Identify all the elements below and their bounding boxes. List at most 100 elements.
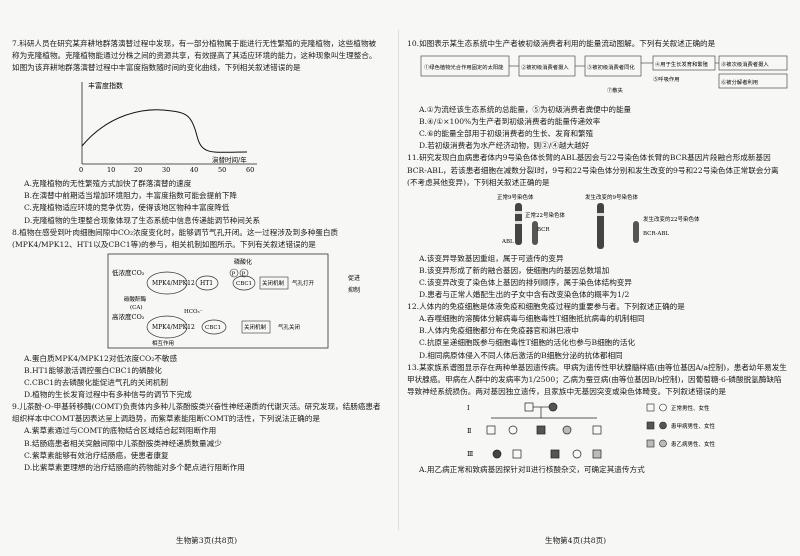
- svg-text:P: P: [232, 271, 236, 277]
- svg-text:⑤呼吸作用: ⑤呼吸作用: [653, 75, 680, 83]
- svg-text:患甲病男性、女性: 患甲病男性、女性: [671, 422, 716, 430]
- q7-option-d: D.克隆植物的生理整合现象体现了生态系统中信息传递能调节种间关系: [24, 215, 261, 225]
- svg-text:关闭机制: 关闭机制: [262, 279, 285, 287]
- q8-stem: 8.植物在感受到叶肉细胞间隙中CO₂浓度变化时，能够调节气孔开闭。这一过程涉及到…: [12, 227, 339, 249]
- q10-option-c: C.⑥的能量全部用于初级消费者的生长、发育和繁殖: [419, 129, 594, 139]
- q8-diagram: 低浓度CO₂ MPK4/MPK12 HT1 磷酸化 P P CBC1 关闭机制 …: [12, 253, 382, 351]
- tick-30: 30: [162, 166, 170, 174]
- column-divider: [398, 30, 399, 530]
- left-column: 7.科研人员在研究某弃耕地群落演替过程中发现，有一部分植物属于能进行无性繁殖的克…: [12, 38, 382, 474]
- energy-flow-diagram: ①绿色植物光合作用固定的太阳能 ②被初级消费者摄入 ③被初级消费者同化 ④用于生…: [420, 55, 788, 94]
- svg-text:Ⅰ: Ⅰ: [467, 404, 470, 412]
- richness-curve: [81, 109, 248, 154]
- page-footer-left: 生物第3页(共8页): [176, 536, 238, 545]
- svg-text:正常男性、女性: 正常男性、女性: [671, 404, 710, 412]
- tick-60: 60: [246, 166, 254, 174]
- svg-text:气孔打开: 气孔打开: [292, 279, 315, 287]
- right-column: 10.如图表示某生态系统中生产者被初级消费者利用的能量流动图解。下列有关叙述正确…: [407, 38, 789, 476]
- svg-text:HT1: HT1: [200, 280, 213, 287]
- svg-text:碳酸酐酶: 碳酸酐酶: [124, 295, 147, 303]
- svg-text:①绿色植物光合作用固定的太阳能: ①绿色植物光合作用固定的太阳能: [424, 63, 504, 71]
- q10-option-d: D.若初级消费者为水产经济动物，则②/④越大越好: [419, 141, 590, 151]
- svg-text:促进: 促进: [348, 274, 360, 282]
- pedigree-legend: 正常男性、女性 患甲病男性、女性 患乙病男性、女性: [646, 403, 716, 448]
- svg-text:患乙病男性、女性: 患乙病男性、女性: [671, 440, 716, 448]
- q10-stem: 10.如图表示某生态系统中生产者被初级消费者利用的能量流动图解。下列有关叙述正确…: [407, 39, 716, 48]
- q10-option-b: B.④/①×100%为生产者到初级消费者的能量传递效率: [419, 117, 601, 127]
- svg-text:Ⅲ: Ⅲ: [467, 450, 473, 458]
- svg-text:②被初级消费者摄入: ②被初级消费者摄入: [521, 63, 569, 71]
- q7-option-a: A.克隆植物的无性繁殖方式加快了群落演替的速度: [24, 179, 192, 189]
- q7-stem: 7.科研人员在研究某弃耕地群落演替过程中发现，有一部分植物属于能进行无性繁殖的克…: [12, 39, 377, 73]
- svg-text:磷酸化: 磷酸化: [234, 258, 252, 266]
- svg-text:低浓度CO₂: 低浓度CO₂: [112, 268, 145, 277]
- svg-text:发生改变的9号染色体: 发生改变的9号染色体: [585, 193, 638, 201]
- q9-option-c: C.紫草素能够有效治疗结肠癌，使患者康复: [24, 450, 169, 460]
- svg-text:ABL: ABL: [501, 239, 514, 245]
- svg-text:(CA): (CA): [130, 304, 142, 311]
- svg-text:⑦散失: ⑦散失: [607, 86, 624, 94]
- svg-text:抑制: 抑制: [348, 286, 360, 294]
- tick-40: 40: [190, 166, 198, 174]
- q9-option-a: A.紫草素通过与COMT的底物结合区域结合起到阻断作用: [24, 426, 217, 436]
- svg-text:Ⅱ: Ⅱ: [467, 427, 472, 435]
- svg-text:P: P: [242, 271, 246, 277]
- svg-text:MPK4/MPK12: MPK4/MPK12: [152, 324, 195, 331]
- y-axis-label: 丰富度指数: [88, 81, 123, 90]
- q11-option-a: A.该变异导致基因重组，属于可遗传的变异: [419, 253, 564, 263]
- svg-text:高浓度CO₂: 高浓度CO₂: [112, 312, 145, 321]
- pedigree-chart: Ⅰ Ⅱ Ⅲ 正常男性、女性 患甲病男性、女性: [467, 402, 716, 459]
- q7-option-c: C.克隆植物适应环境的竞争优势，使得该地区物种丰富度降低: [24, 203, 230, 213]
- svg-text:⑥被分解者利用: ⑥被分解者利用: [721, 78, 758, 86]
- svg-text:CBC1: CBC1: [205, 325, 221, 331]
- q11-option-b: B.该变异形成了新的融合基因，使细胞内的基因总数增加: [419, 265, 610, 275]
- q12-stem: 12.人体内的免疫细胞是体液免疫和细胞免疫过程的重要参与者。下列叙述正确的是: [407, 302, 685, 312]
- q8-option-b: B.HT1能够激活调控蛋白CBC1的磷酸化: [24, 365, 162, 375]
- svg-text:BCR-ABL: BCR-ABL: [643, 231, 669, 237]
- q12-option-c: C.抗原呈递细胞既参与细胞毒性T细胞的活化也参与B细胞的活化: [419, 338, 636, 348]
- q9-option-d: D.比紫草素更理想的治疗结肠癌的药物能对多个靶点进行阻断作用: [24, 462, 245, 472]
- svg-text:正常22号染色体: 正常22号染色体: [525, 211, 565, 219]
- tick-0: 0: [79, 166, 83, 174]
- q8-option-c: C.CBC1的去磷酸化能促进气孔的关闭机制: [24, 378, 169, 388]
- svg-text:正常9号染色体: 正常9号染色体: [497, 193, 534, 201]
- tick-20: 20: [134, 166, 142, 174]
- q8-option-a: A.蛋白质MPK4/MPK12对低浓度CO₂不敏感: [24, 353, 178, 363]
- tick-10: 10: [107, 166, 115, 174]
- svg-text:MPK4/MPK12: MPK4/MPK12: [152, 280, 195, 287]
- tick-50: 50: [218, 166, 226, 174]
- q11-option-c: C.该变异改变了染色体上基因的排列顺序，属于染色体结构变异: [419, 277, 632, 287]
- q7-option-b: B.在演替中前期适当增加环境阻力，丰富度指数可能会提前下降: [24, 191, 238, 201]
- svg-text:气孔关闭: 气孔关闭: [278, 323, 300, 331]
- svg-text:BCR: BCR: [537, 227, 550, 233]
- q11-stem: 11.研究发现白血病患者体内9号染色体长臂的ABL基因会与22号染色体长臂的BC…: [407, 153, 779, 187]
- chromosome-diagram: 正常9号染色体 正常22号染色体 BCR ABL 发生改变的9号染色体 发生改变…: [497, 193, 700, 249]
- stomata-mechanism-diagram: 低浓度CO₂ MPK4/MPK12 HT1 磷酸化 P P CBC1 关闭机制 …: [107, 253, 360, 349]
- q13-pedigree: Ⅰ Ⅱ Ⅲ 正常男性、女性 患甲病男性、女性: [407, 400, 789, 462]
- svg-text:HCO₃⁻: HCO₃⁻: [184, 309, 203, 315]
- svg-text:④用于生长发育和繁殖: ④用于生长发育和繁殖: [655, 60, 709, 68]
- q11-diagram: 正常9号染色体 正常22号染色体 BCR ABL 发生改变的9号染色体 发生改变…: [407, 191, 789, 251]
- q8-option-d: D.植物的生长发育过程中有多种信号的调节下完成: [24, 390, 192, 400]
- q10-diagram: ①绿色植物光合作用固定的太阳能 ②被初级消费者摄入 ③被初级消费者同化 ④用于生…: [407, 52, 789, 102]
- svg-text:③被初级消费者同化: ③被初级消费者同化: [587, 63, 635, 71]
- page-footer-right: 生物第4页(共8页): [545, 536, 607, 545]
- svg-text:关闭机制: 关闭机制: [244, 323, 267, 331]
- q7-chart: 丰富度指数 0 10 20 30 40 50 60 演替时间/年: [12, 76, 382, 176]
- q12-option-d: D.相同病原体侵入不同人体后激活的B细胞分泌的抗体都相同: [419, 350, 623, 360]
- svg-text:⑧被次级消费者摄入: ⑧被次级消费者摄入: [721, 60, 769, 68]
- svg-text:CBC1: CBC1: [236, 281, 252, 287]
- q9-option-b: B.结肠癌患者相关突触间隙中儿茶酚胺类神经递质数量减少: [24, 438, 222, 448]
- svg-text:发生改变的22号染色体: 发生改变的22号染色体: [643, 215, 700, 223]
- richness-curve-chart: 丰富度指数 0 10 20 30 40 50 60 演替时间/年: [79, 81, 257, 174]
- q12-option-b: B.人体内免疫细胞都分布在免疫器官和淋巴液中: [419, 326, 579, 336]
- q13-option-a: A.用乙病正常和致病基因探针对Ⅱ进行核酸杂交，可确定其遗传方式: [419, 464, 645, 474]
- q13-stem: 13.某家族系谱图显示存在两种单基因遗传病。甲病为遗传性甲状腺髓样癌(由等位基因…: [407, 362, 787, 396]
- x-axis-label: 演替时间/年: [212, 155, 247, 164]
- q11-option-d: D.患者与正常人婚配生出的子女中含有改变染色体的概率为1/2: [419, 290, 630, 300]
- q12-option-a: A.吞噬细胞的溶酶体分解病毒与细胞毒性T细胞抵抗病毒的机制相同: [419, 314, 645, 324]
- q9-stem: 9.儿茶酚-O-甲基转移酶(COMT)负责体内多种儿茶酚胺类兴奋性神经递质的代谢…: [12, 402, 381, 424]
- svg-text:相互作用: 相互作用: [152, 339, 174, 347]
- x-ticks: 0 10 20 30 40 50 60: [79, 166, 254, 174]
- q10-option-a: A.①为流经该生态系统的总能量，⑤为初级消费者粪便中的能量: [419, 105, 632, 115]
